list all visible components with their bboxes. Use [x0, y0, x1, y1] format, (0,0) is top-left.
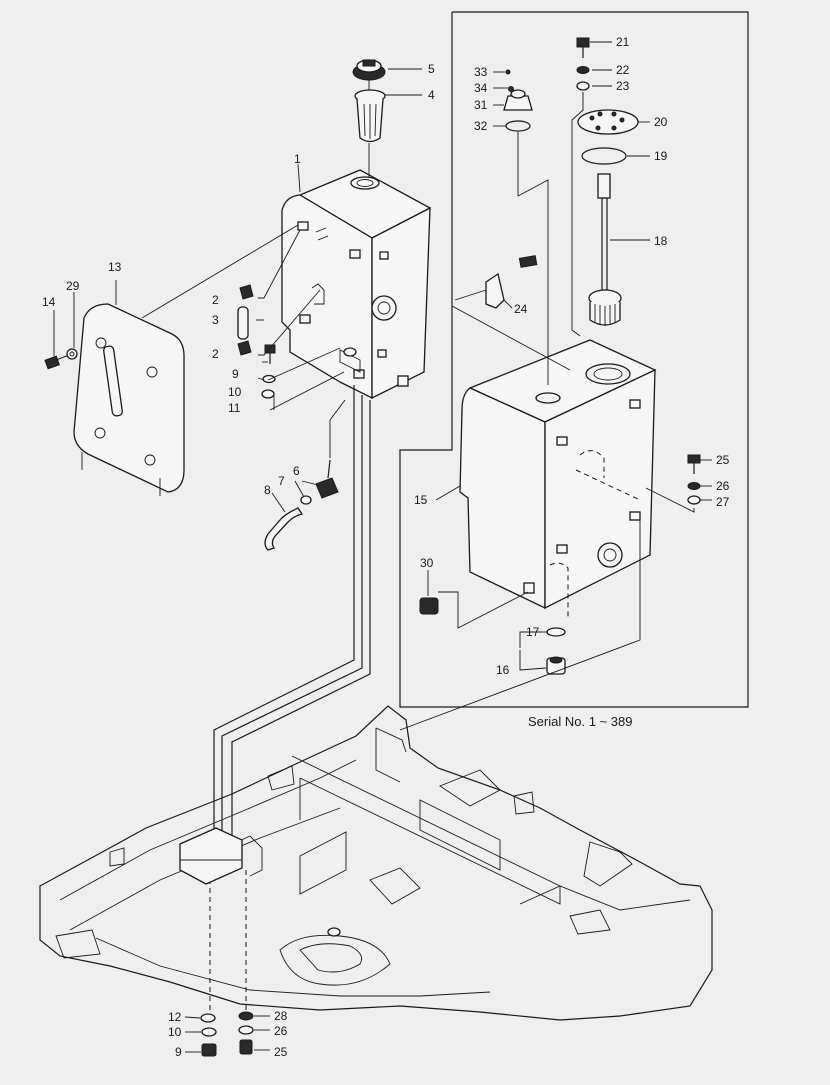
upper-frame — [39, 705, 713, 1021]
tank-cover — [73, 303, 185, 496]
callout-32: 32 — [474, 119, 488, 133]
callout-9: 9 — [232, 367, 239, 381]
leader-lines-right — [399, 41, 712, 731]
level-sensor — [588, 173, 622, 326]
callout-11: 11 — [228, 401, 241, 415]
callout-2: 2 — [212, 347, 219, 361]
grommet-30 — [419, 597, 439, 615]
callout-labels: 1 2 2 3 4 5 6 7 8 9 9 10 10 11 12 13 14 … — [42, 35, 730, 1059]
callout-16: 16 — [496, 663, 510, 677]
callout-12: 12 — [168, 1010, 182, 1024]
drain-plug — [546, 627, 566, 675]
callout-10: 10 — [228, 385, 242, 399]
drain-cock — [264, 459, 339, 551]
callout-15: 15 — [414, 493, 428, 507]
hydraulic-tank-left — [281, 169, 432, 400]
strainer — [354, 89, 386, 143]
bottom-hardware-left — [184, 1013, 217, 1057]
callout-4: 4 — [428, 88, 435, 102]
bolt-14 — [44, 348, 78, 370]
callout-21: 21 — [616, 35, 630, 49]
bottom-hardware-right — [238, 1011, 270, 1055]
callout-7: 7 — [278, 474, 285, 488]
callout-34: 34 — [474, 81, 488, 95]
filler-cap — [352, 59, 386, 81]
mount-lines — [209, 385, 371, 1010]
leader-lines-left — [53, 68, 422, 513]
callout-17: 17 — [526, 625, 540, 639]
inset-frame — [399, 11, 749, 708]
callout-9: 9 — [175, 1045, 182, 1059]
callout-33: 33 — [474, 65, 488, 79]
callout-8: 8 — [264, 483, 271, 497]
callout-28: 28 — [274, 1009, 288, 1023]
callout-24: 24 — [514, 302, 528, 316]
callout-3: 3 — [212, 313, 219, 327]
mount-plate — [577, 109, 639, 165]
callout-5: 5 — [428, 62, 435, 76]
callout-20: 20 — [654, 115, 668, 129]
callout-26: 26 — [716, 479, 730, 493]
callout-23: 23 — [616, 79, 630, 93]
callout-10: 10 — [168, 1025, 182, 1039]
callout-31: 31 — [474, 98, 488, 112]
bolt-9-upper — [261, 344, 276, 399]
breather — [503, 69, 533, 132]
callout-29: 29 — [66, 279, 80, 293]
callout-25: 25 — [274, 1045, 288, 1059]
callout-22: 22 — [616, 63, 630, 77]
callout-1: 1 — [294, 152, 301, 166]
bracket-24 — [485, 255, 538, 309]
level-gauge-parts — [237, 284, 254, 356]
callout-25: 25 — [716, 453, 730, 467]
callout-13: 13 — [108, 260, 122, 274]
callout-27: 27 — [716, 495, 730, 509]
callout-19: 19 — [654, 149, 668, 163]
bolt-25-right — [687, 454, 701, 505]
serial-note: Serial No. 1 ~ 389 — [528, 714, 632, 729]
callout-26: 26 — [274, 1024, 288, 1038]
callout-18: 18 — [654, 234, 668, 248]
callout-6: 6 — [293, 464, 300, 478]
callout-30: 30 — [420, 556, 434, 570]
hydraulic-tank-right — [459, 339, 657, 620]
callout-2: 2 — [212, 293, 219, 307]
callout-14: 14 — [42, 295, 56, 309]
bolt-21 — [576, 37, 590, 91]
